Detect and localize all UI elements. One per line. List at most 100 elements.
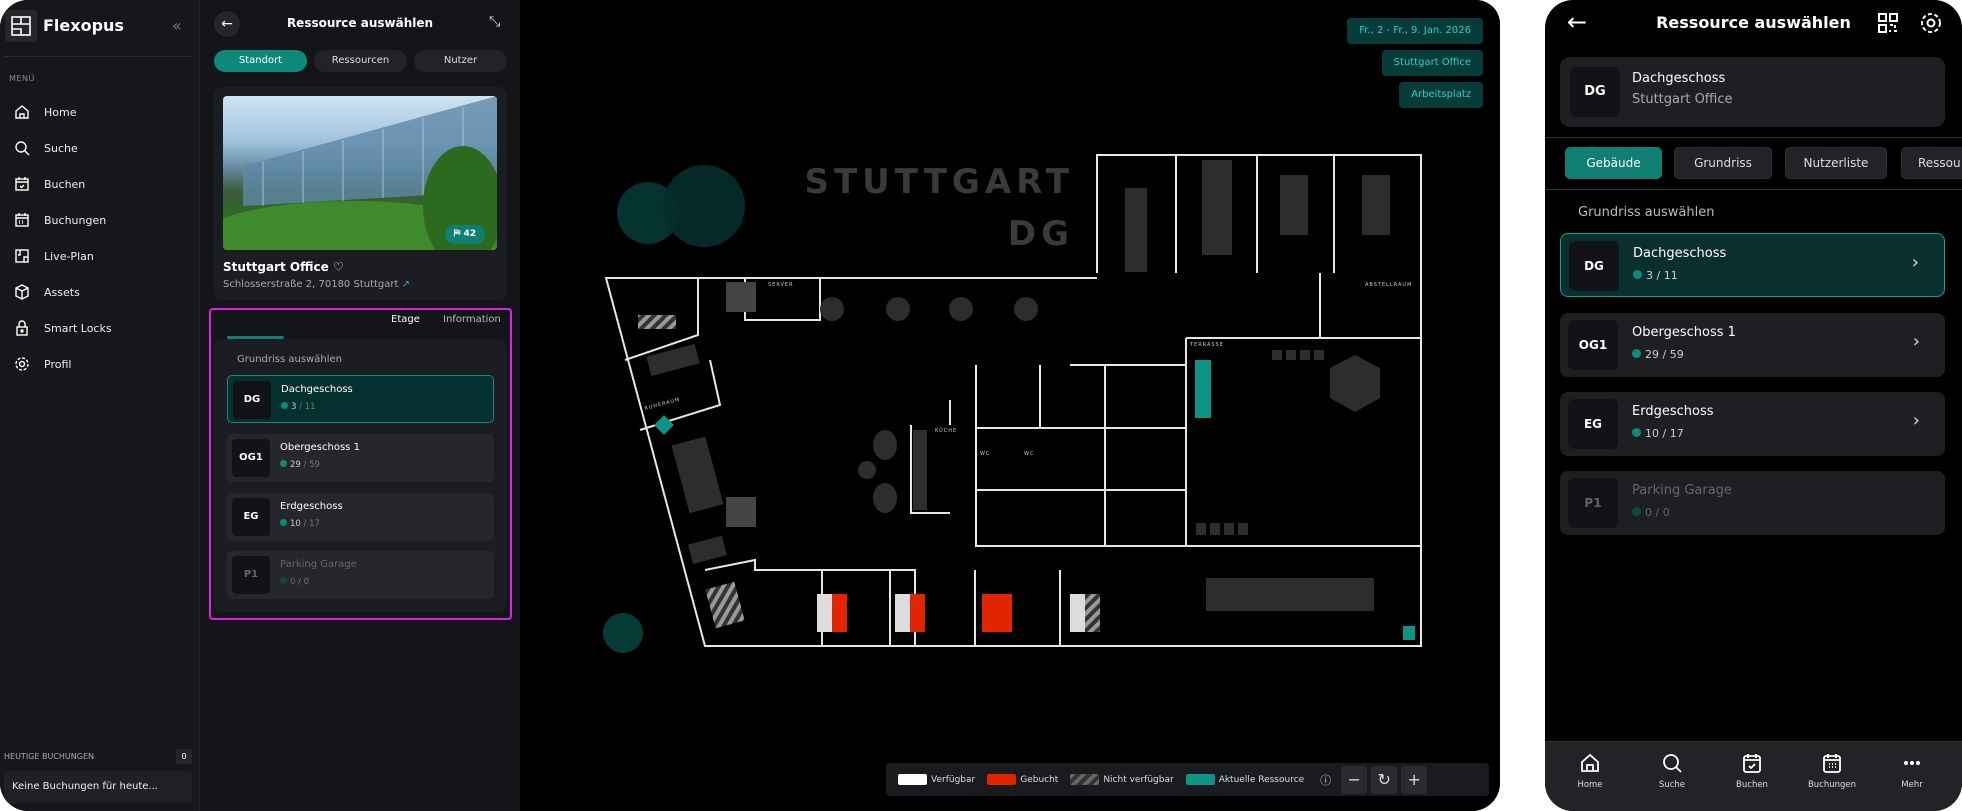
floor-count: 10 / 17 <box>280 519 320 529</box>
current-floor-card: DG Dachgeschoss Stuttgart Office <box>1560 57 1945 127</box>
tab-etage[interactable]: Etage <box>391 314 420 325</box>
current-resource <box>1195 360 1211 418</box>
floor-name: Obergeschoss 1 <box>1632 325 1736 340</box>
floor-code: EG <box>232 498 270 536</box>
mobile-app: ← Ressource auswählen DG Dachgeschoss St… <box>1545 0 1962 811</box>
tab-indicator <box>227 336 284 339</box>
sidebar-item-label: Live-Plan <box>44 249 94 263</box>
nav-home[interactable]: Home <box>1550 752 1630 790</box>
current-resource <box>1403 626 1415 640</box>
floor-code: DG <box>1569 241 1619 291</box>
box-icon <box>15 284 29 300</box>
divider <box>1545 137 1962 138</box>
back-button[interactable]: ← <box>1567 8 1588 36</box>
nav-buchungen[interactable]: Buchungen <box>1792 752 1872 790</box>
chip-gebaeude[interactable]: Gebäude <box>1565 147 1662 179</box>
sidebar-item-smart-locks[interactable]: Smart Locks <box>14 314 184 342</box>
legend-label: Aktuelle Ressource <box>1218 774 1305 785</box>
floorplan-icon <box>15 249 29 263</box>
info-icon[interactable]: ⓘ <box>1320 773 1332 787</box>
back-button[interactable]: ← <box>214 11 240 37</box>
floor-name: Obergeschoss 1 <box>280 442 360 453</box>
room-label-server: SERVER <box>768 282 794 288</box>
floor-code: EG <box>1568 399 1618 449</box>
sidebar-item-buchungen[interactable]: Buchungen <box>14 206 184 234</box>
segment-ressourcen[interactable]: Ressourcen <box>314 50 407 72</box>
location-chip[interactable]: Stuttgart Office <box>1381 50 1483 76</box>
location-name: Stuttgart Office <box>1632 92 1733 107</box>
divider <box>1545 189 1962 190</box>
settings-gear-icon[interactable] <box>1919 11 1943 35</box>
chevron-right-icon: › <box>1912 331 1920 352</box>
menu-label: MENÜ <box>9 74 35 83</box>
zoom-in-button[interactable]: + <box>1401 765 1428 794</box>
nav-mehr[interactable]: Mehr <box>1872 752 1952 790</box>
floor-plan[interactable]: STUTTGART DG SERVER RUHERA <box>520 0 1500 811</box>
floor-count: 10 / 17 <box>1632 427 1684 440</box>
round-table <box>949 297 973 321</box>
sidebar-item-live-plan[interactable]: Live-Plan <box>14 242 184 270</box>
external-link-icon[interactable]: ↗ <box>401 279 411 290</box>
sidebar-item-home[interactable]: Home <box>14 98 184 126</box>
segment-standort[interactable]: Standort <box>214 50 307 72</box>
heart-icon[interactable]: ♡ <box>332 260 344 274</box>
long-table <box>1206 578 1374 611</box>
chip-nutzerliste[interactable]: Nutzerliste <box>1785 147 1887 179</box>
location-name: Stuttgart Office ♡ <box>223 260 344 274</box>
desk-unavailable <box>1085 594 1100 632</box>
round-table <box>1014 297 1038 321</box>
kitchen-counter <box>913 430 927 510</box>
floor-count: 0 / 0 <box>280 577 309 587</box>
gear-icon <box>15 357 29 371</box>
resource-panel: ← Ressource auswählen ⤡ Standort Ressour… <box>200 0 520 811</box>
collapse-panel-icon[interactable]: ⤡ <box>489 14 501 30</box>
watermark-city: STUTTGART <box>804 162 1074 202</box>
chip-ressourcen[interactable]: Ressou <box>1901 147 1962 179</box>
floor-plan-view[interactable]: STUTTGART DG SERVER RUHERA <box>520 0 1500 811</box>
home-icon <box>15 105 29 119</box>
room-label-wc: WC <box>980 451 990 457</box>
umbrella <box>1330 355 1380 412</box>
floor-item-p1[interactable]: P1 Parking Garage 0 / 0 <box>227 551 494 599</box>
collapse-sidebar-icon[interactable]: « <box>172 16 182 35</box>
conference-table <box>1202 160 1232 255</box>
sidebar-item-buchen[interactable]: Buchen <box>14 170 184 198</box>
calendar-check-icon <box>15 177 29 191</box>
chevron-right-icon: › <box>1911 252 1919 273</box>
sidebar-item-suche[interactable]: Suche <box>14 134 184 162</box>
search-icon <box>1663 754 1682 773</box>
zoom-out-button[interactable]: − <box>1341 765 1368 794</box>
resource-type-chip[interactable]: Arbeitsplatz <box>1399 82 1483 108</box>
sidebar-item-profil[interactable]: Profil <box>14 350 184 378</box>
floor-name: Parking Garage <box>280 559 357 570</box>
location-card[interactable]: ⛿ 42 Stuttgart Office ♡ Schlosserstraße … <box>214 87 507 300</box>
workstations[interactable] <box>638 315 1415 640</box>
desktop-app: Flexopus « MENÜ Home Suche Buchen Buchun… <box>0 0 1500 811</box>
segment-nutzer[interactable]: Nutzer <box>414 50 507 72</box>
floor-code: P1 <box>1568 478 1618 528</box>
legend: Verfügbar Gebucht Nicht verfügbar Aktuel… <box>886 763 1489 796</box>
room-label-abstellraum: ABSTELLRAUM <box>1365 282 1412 288</box>
qr-code-icon[interactable] <box>1877 12 1899 34</box>
nav-buchen[interactable]: Buchen <box>1712 752 1792 790</box>
sidebar-item-assets[interactable]: Assets <box>14 278 184 306</box>
date-range-chip[interactable]: Fr., 2 - Fr., 9. Jan. 2026 <box>1347 18 1483 44</box>
desk-booked <box>832 594 847 632</box>
sidebar-item-label: Home <box>44 105 77 119</box>
tab-information[interactable]: Information <box>443 314 501 325</box>
section-label: Grundriss auswählen <box>237 354 342 365</box>
floor-code: P1 <box>232 556 270 594</box>
nav-suche[interactable]: Suche <box>1632 752 1712 790</box>
chip-grundriss[interactable]: Grundriss <box>1674 147 1772 179</box>
current-resource <box>654 415 674 435</box>
logo-icon <box>5 10 37 42</box>
floor-code: OG1 <box>232 439 270 477</box>
reset-view-button[interactable]: ↻ <box>1371 765 1398 794</box>
